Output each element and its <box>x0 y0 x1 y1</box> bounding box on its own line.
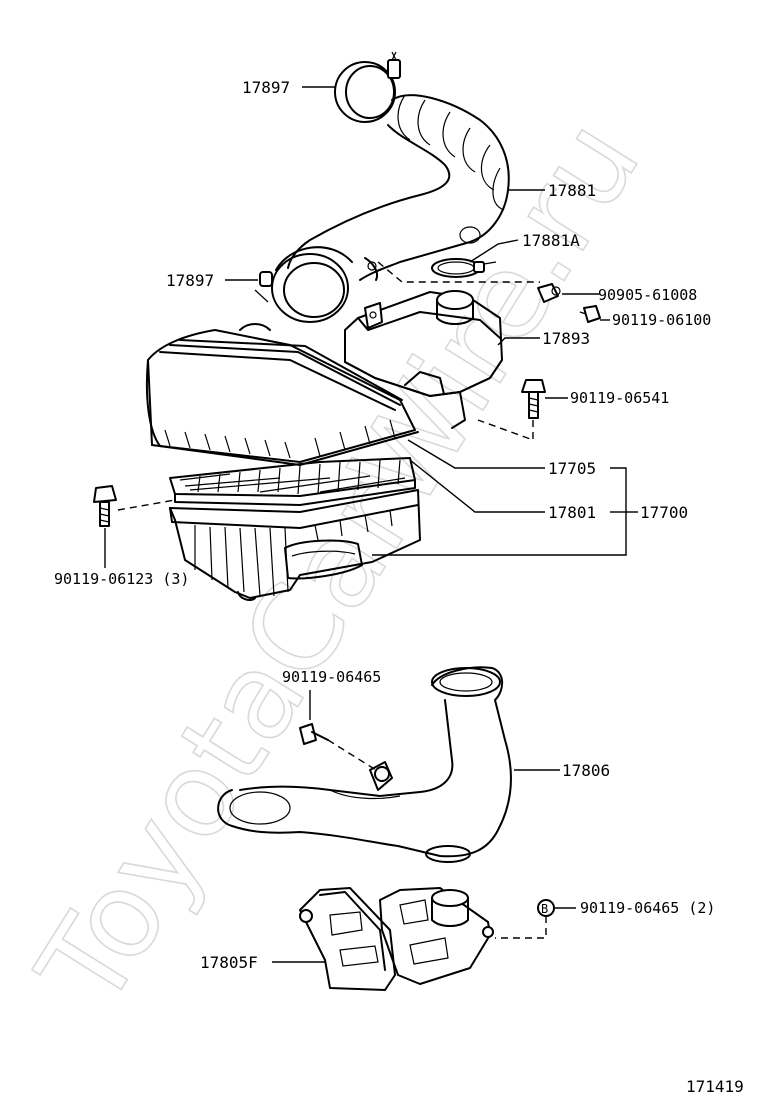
label-17700: 17700 <box>640 503 688 522</box>
label-17801: 17801 <box>548 503 596 522</box>
air-filter-element-17801 <box>169 457 416 506</box>
bracket-17805f <box>299 887 494 991</box>
label-17897-mid: 17897 <box>166 271 214 290</box>
fastener-90905-61008 <box>537 283 561 303</box>
label-90119-06465-lower: 90119-06465 (2) <box>580 899 715 917</box>
label-17806: 17806 <box>562 761 610 780</box>
label-90119-06541: 90119-06541 <box>570 389 669 407</box>
label-90905-61008: 90905-61008 <box>598 286 697 304</box>
label-17881: 17881 <box>548 181 596 200</box>
label-90119-06100: 90119-06100 <box>612 311 711 329</box>
hose-clamp-17881a <box>431 258 497 278</box>
label-17893: 17893 <box>542 329 590 348</box>
resonator-17893 <box>344 290 503 429</box>
label-90119-06465-upper: 90119-06465 <box>282 668 381 686</box>
diagram-id: 171419 <box>686 1077 744 1096</box>
fastener-90119-06100 <box>579 305 601 323</box>
leader-lines <box>104 86 638 963</box>
label-90119-06123: 90119-06123 (3) <box>54 570 189 588</box>
hose-clamp-17897-mid <box>254 246 353 323</box>
callout-b-label: B <box>541 902 548 916</box>
label-17705: 17705 <box>548 459 596 478</box>
bolt-90119-06123 <box>93 485 117 527</box>
label-17897-top: 17897 <box>242 78 290 97</box>
part-labels: 17897 17881 17881A 17897 90905-61008 901… <box>54 78 744 1096</box>
inlet-duct-17806 <box>217 666 513 863</box>
callout-b: B <box>537 899 555 917</box>
hose-clamp-17897-top <box>334 51 401 123</box>
intake-hose-17881 <box>287 94 510 281</box>
label-17805f: 17805F <box>200 953 258 972</box>
bolt-90119-06541 <box>521 379 546 419</box>
bolt-90119-06465-upper <box>299 723 329 745</box>
air-cleaner-case-17700 <box>169 489 421 601</box>
label-17881a: 17881A <box>522 231 580 250</box>
